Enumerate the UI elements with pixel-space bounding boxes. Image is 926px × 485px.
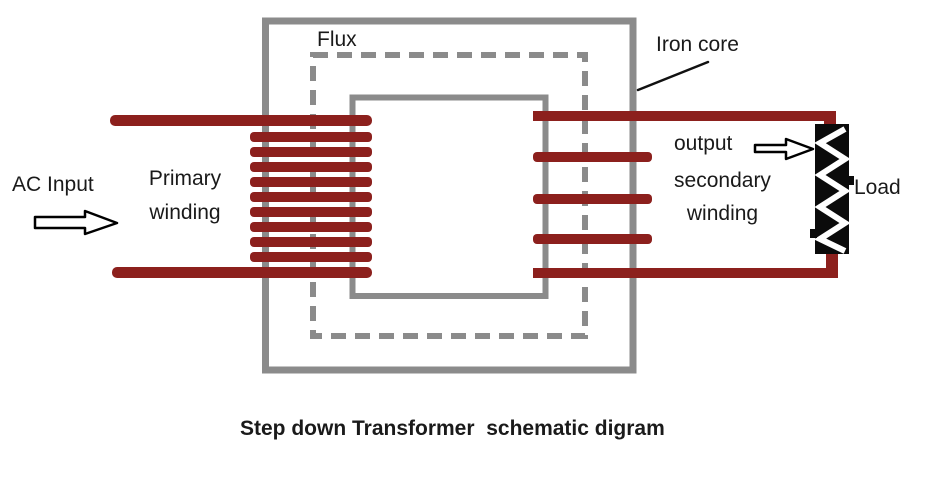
output-label: output: [674, 132, 733, 155]
iron-core-label: Iron core: [656, 33, 739, 56]
flux-label: Flux: [317, 28, 357, 51]
secondary-bottom-stub: [826, 248, 838, 278]
primary-coil-turn: [250, 162, 372, 172]
secondary-coil-turn: [533, 152, 652, 162]
secondary-coil-turn: [533, 234, 652, 244]
secondary-winding-label: secondary winding: [653, 164, 792, 230]
load-label: Load: [854, 176, 901, 199]
load-zigzag: [813, 126, 851, 254]
primary-winding-coil: [110, 115, 372, 278]
load-nub-left: [810, 229, 817, 238]
primary-winding-label-line2: winding: [149, 201, 221, 224]
secondary-winding-label-line2: winding: [686, 202, 759, 225]
ac-input-label: AC Input: [12, 173, 94, 196]
secondary-top-wire: [533, 111, 836, 121]
primary-top-wire: [110, 115, 372, 126]
primary-coil-turn: [250, 207, 372, 217]
output-arrow-icon: [753, 137, 815, 161]
primary-winding-label-line1: Primary: [148, 167, 222, 190]
primary-winding-label: Primary winding: [118, 162, 252, 230]
load-resistor: [810, 124, 854, 254]
primary-coil-turn: [250, 192, 372, 202]
secondary-winding-coil: [533, 111, 838, 278]
primary-coil-turn: [250, 222, 372, 232]
primary-coil-turn: [250, 177, 372, 187]
load-nub-right: [847, 176, 854, 185]
primary-coil-turn: [250, 132, 372, 142]
primary-coil-turn: [250, 237, 372, 247]
secondary-winding-label-line1: secondary: [674, 169, 771, 192]
primary-coil-turn: [250, 252, 372, 262]
primary-coil-turn: [250, 147, 372, 157]
iron-core-window: [349, 94, 549, 299]
secondary-coil-turn: [533, 194, 652, 204]
diagram-caption: Step down Transformer schematic digram: [240, 417, 665, 440]
secondary-bottom-wire: [533, 268, 838, 278]
iron-core-pointer-line: [636, 60, 710, 92]
ac-input-arrow-icon: [33, 209, 119, 236]
primary-bottom-wire: [112, 267, 372, 278]
